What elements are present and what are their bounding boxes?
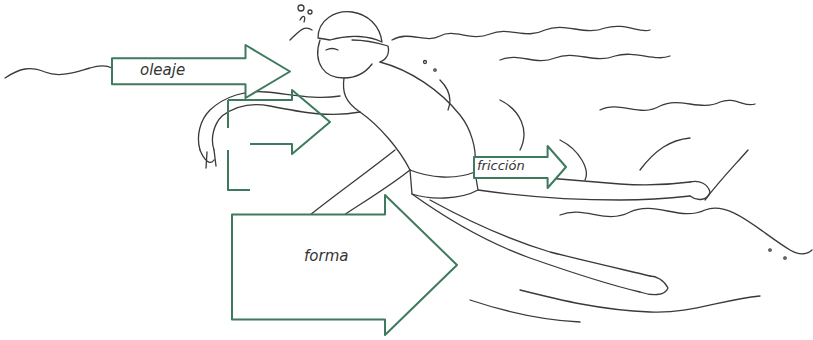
arrow-outline — [112, 45, 290, 98]
splash — [290, 16, 312, 40]
arrow-shape — [474, 146, 566, 188]
front-hand — [200, 150, 216, 168]
lower-leg — [430, 200, 650, 276]
bubble — [784, 257, 786, 259]
wave-line — [392, 26, 650, 40]
force-label: oleaje — [140, 61, 185, 79]
force-label: fricción — [477, 158, 525, 173]
water-swirl — [440, 80, 580, 322]
force-arrow: fricción — [474, 146, 566, 188]
wave-line — [5, 66, 112, 78]
goggle — [326, 49, 338, 51]
water-swirl — [500, 100, 760, 312]
face — [318, 40, 372, 78]
wave-line — [500, 54, 670, 60]
force-arrow: oleaje — [112, 45, 290, 98]
cap-band — [352, 40, 389, 62]
force-label: forma — [304, 247, 348, 265]
force-arrow: forma — [232, 195, 457, 335]
foot — [640, 276, 668, 295]
arrow-shape — [112, 45, 290, 98]
torso-back — [380, 62, 475, 160]
swim-cap — [318, 12, 382, 42]
splash-drop — [308, 10, 312, 14]
torso-front — [343, 78, 410, 170]
arrow-outline — [232, 195, 457, 335]
bubble — [434, 69, 436, 71]
splash-drop — [298, 5, 304, 11]
force-arrow — [227, 100, 229, 128]
wave-line — [560, 208, 812, 254]
foot — [690, 181, 710, 199]
bubble — [424, 61, 427, 64]
arrow-shape — [232, 195, 457, 335]
wake-line — [640, 138, 748, 200]
upper-leg — [478, 190, 690, 200]
force-arrow — [228, 90, 330, 190]
swim-trunks — [410, 170, 478, 198]
bubble — [769, 249, 771, 251]
wave-line — [600, 100, 755, 110]
